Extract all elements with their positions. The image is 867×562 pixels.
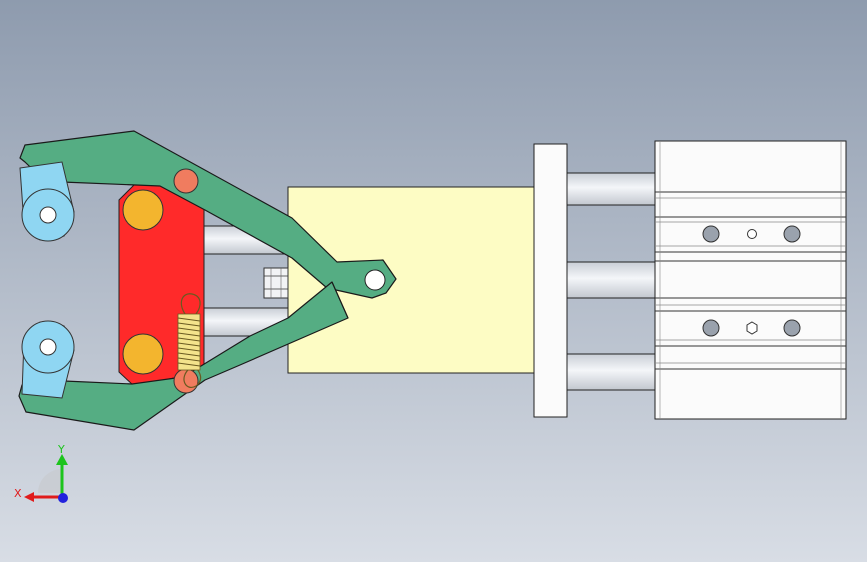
- pivot-hole: [364, 269, 386, 291]
- guide-rod-lower: [565, 353, 657, 391]
- guided-cylinder-body: [654, 140, 847, 420]
- tension-spring-icon: [177, 293, 202, 388]
- triad-x-label: X: [14, 487, 22, 500]
- gripper-arm-lower: [18, 281, 349, 431]
- guide-rod-upper: [565, 172, 657, 206]
- mounting-flange: [533, 143, 568, 418]
- cylinder-port-lower-right: [783, 319, 801, 337]
- gripper-pad-lower: [21, 320, 75, 399]
- cylinder-port-lower-left: [702, 319, 720, 337]
- pin-upper: [173, 168, 199, 194]
- guide-rod-middle: [565, 261, 657, 299]
- cylinder-port-upper-right: [783, 225, 801, 243]
- hex-nut-icon: [263, 267, 289, 299]
- cylinder-port-upper-left: [702, 225, 720, 243]
- coordinate-triad-icon: Y X: [14, 443, 68, 503]
- gripper-pad-upper: [19, 161, 75, 242]
- arm-seam: [331, 281, 349, 319]
- roller-upper: [122, 189, 164, 231]
- cylinder-port-upper-center: [747, 229, 757, 239]
- triad-y-label: Y: [57, 443, 65, 456]
- cylinder-port-lower-center: [746, 321, 758, 335]
- roller-lower: [122, 333, 164, 375]
